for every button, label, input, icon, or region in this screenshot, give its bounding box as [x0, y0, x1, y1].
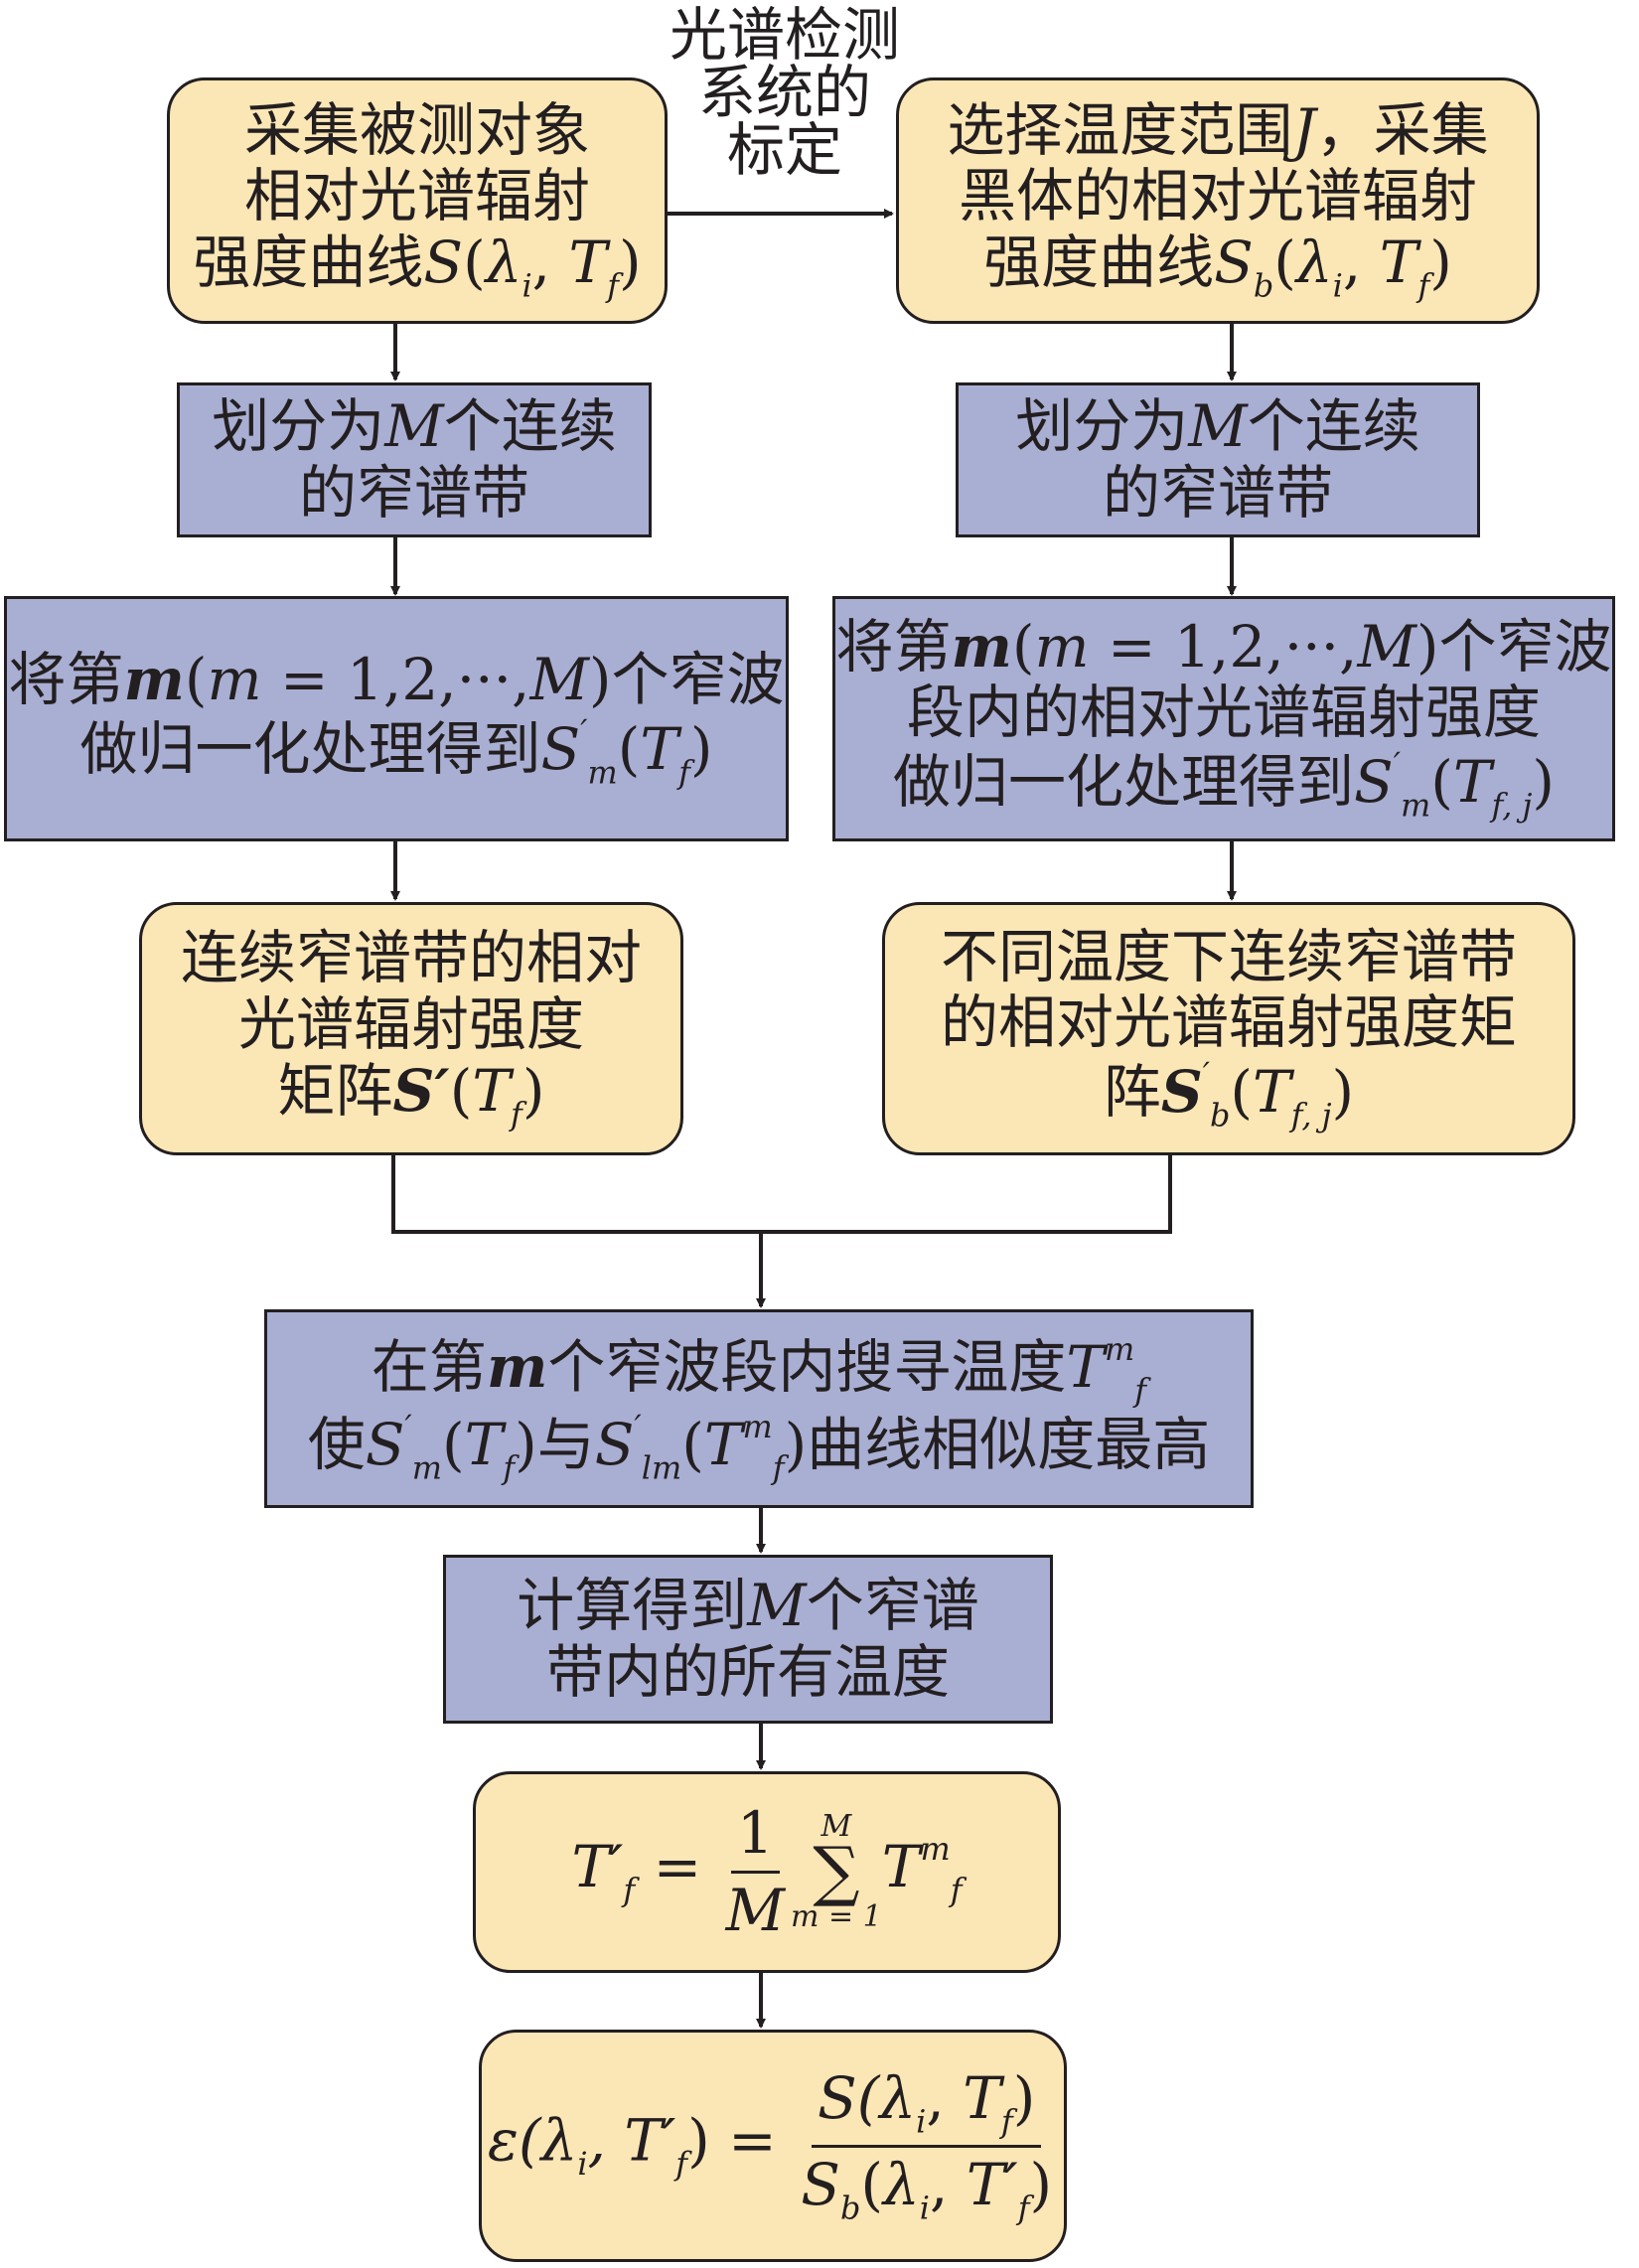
merge-line	[391, 1154, 1172, 1234]
right-normalize-box: 将第m(m = 1,2,···,M)个窄波 段内的相对光谱辐射强度 做归一化处理…	[832, 596, 1615, 841]
emissivity-formula: ε(λi, T′f) = S(λi, Tf)Sb(λi, T′f)	[487, 2064, 1053, 2226]
calibration-label: 光谱检测 系统的 标定	[669, 1, 900, 184]
left-divide-box: 划分为M个连续 的窄谱带	[177, 382, 652, 537]
right-matrix-box: 不同温度下连续窄谱带 的相对光谱辐射强度矩 阵S′b(Tf, j)	[882, 902, 1575, 1155]
acquire-target-box: 采集被测对象 相对光谱辐射 强度曲线S(λi, Tf)	[167, 77, 668, 324]
search-box: 在第m个窄波段内搜寻温度Tmf 使S′m(Tf)与S′lm(Tmf)曲线相似度最…	[264, 1309, 1254, 1508]
right-divide-box: 划分为M个连续 的窄谱带	[956, 382, 1480, 537]
compute-box: 计算得到M个窄谱 带内的所有温度	[443, 1555, 1053, 1724]
left-normalize-box: 将第m(m = 1,2,···,M)个窄波 做归一化处理得到S′m(Tf)	[4, 596, 789, 841]
emissivity-box: ε(λi, T′f) = S(λi, Tf)Sb(λi, T′f)	[479, 2030, 1067, 2262]
select-blackbody-box: 选择温度范围J，采集 黑体的相对光谱辐射 强度曲线Sb(λi, Tf)	[896, 77, 1540, 324]
left-matrix-box: 连续窄谱带的相对 光谱辐射强度 矩阵S′(Tf)	[139, 902, 683, 1155]
